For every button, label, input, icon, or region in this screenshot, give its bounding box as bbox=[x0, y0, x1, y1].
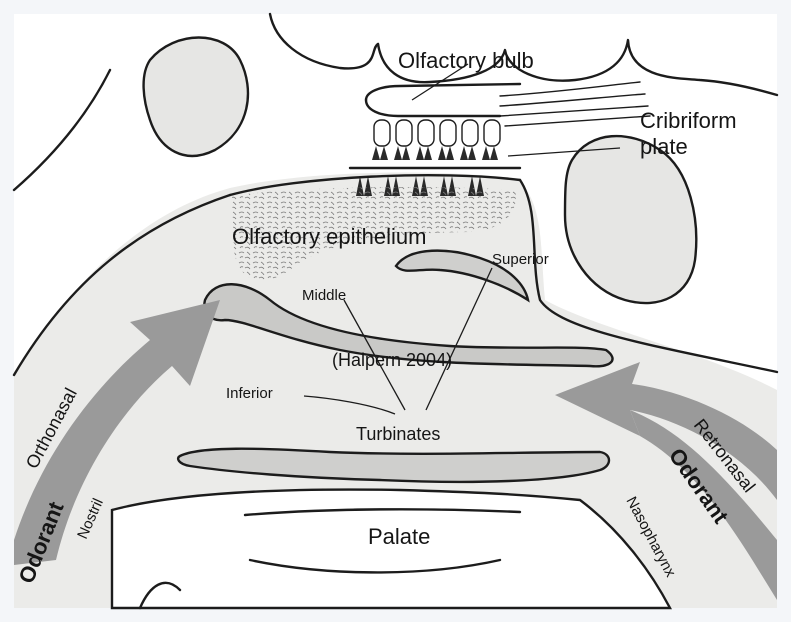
label-citation: (Halpern 2004) bbox=[332, 350, 452, 370]
label-palate: Palate bbox=[368, 524, 430, 549]
label-inferior: Inferior bbox=[226, 385, 273, 402]
label-olfactory-epithelium: Olfactory epithelium bbox=[232, 224, 426, 249]
label-olfactory-bulb: Olfactory bulb bbox=[398, 48, 534, 73]
label-turbinates: Turbinates bbox=[356, 424, 440, 444]
label-superior: Superior bbox=[492, 251, 549, 268]
label-cribriform: Cribriform bbox=[640, 108, 737, 133]
label-middle: Middle bbox=[302, 287, 346, 304]
label-cribriform-plate: plate bbox=[640, 134, 688, 159]
